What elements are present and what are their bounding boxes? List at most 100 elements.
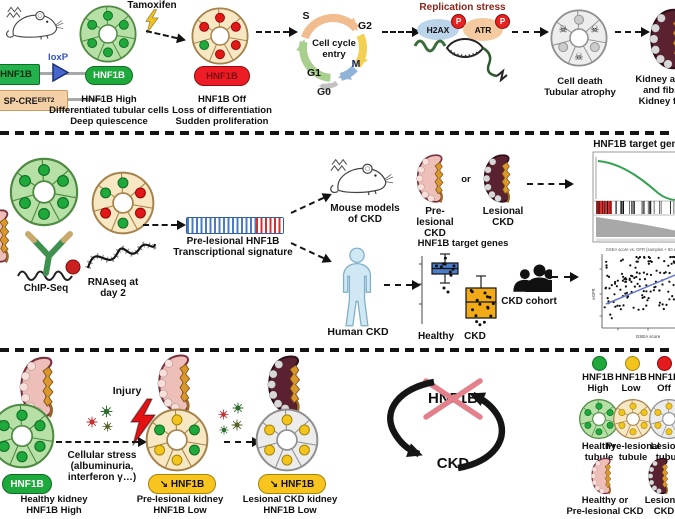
cre-label: SP-CRE [3,95,38,106]
svg-text:☠: ☠ [559,24,568,35]
caption-line: Sudden proliferation [175,116,269,127]
mouse-icon [328,156,396,200]
caption-line: HNF1B Off [197,94,247,105]
phase-m-label: M [352,58,361,70]
dashed-arrow [224,436,261,447]
caption-line: Lesional [650,441,675,452]
prelesional-ckd-label: Pre-lesional CKD [408,206,462,239]
dashed-arrow [615,26,650,37]
caption-line: tubule [655,452,675,463]
dashed-arrow [290,196,325,214]
caption-healthy-kidney: Healthy kidney HNF1B High [0,494,118,516]
caption-line: Pre-lesional CKD [566,506,644,517]
caption-line: Tubular atrophy [544,87,616,98]
caption-line: Kidney failure [638,96,675,107]
human-ckd-label: Human CKD [327,326,389,338]
cre-sup: ERT2 [37,97,55,104]
h2ax-blob: H2AX [417,19,459,40]
caption-line: Pre-lesional [606,441,660,452]
cycle-center-label: entry [322,49,346,60]
dashed-arrow [382,26,421,37]
stress-virus-icon [102,421,113,432]
legend-label-off: HNF1B Off [644,372,675,394]
legend-label-high: HNF1B High [578,372,618,394]
caption-line: Pre-lesional kidney [136,494,224,505]
loxp-label: loxP [47,52,69,63]
boxplot-title: HNF1B target genes [417,238,509,249]
mouse-models-label: Mouse models of CKD [322,203,408,225]
cycle-center-label: Cell cycle [312,38,356,49]
dashed-arrow [56,436,147,447]
replication-stress-title: Replication stress [419,2,506,13]
gsea-plot [592,151,675,243]
caption-line: CKD [653,506,675,517]
healthy-label: Healthy [417,331,455,342]
atr-blob: ATR [463,18,503,41]
panel-divider [0,348,675,352]
feedback-loop-arrows [387,378,506,472]
rnaseq-label: RNAseq at day 2 [78,277,148,299]
lesional-ckd-label: Lesional CKD [476,206,530,228]
caption-line: Healthy [581,441,617,452]
caption-line: CKD [424,228,446,239]
legend-dot-low [625,356,640,371]
caption-line: HNF1B Low [263,505,317,516]
hnf1b-badge-low-2: ↘ HNF1B [258,474,326,494]
caption-line: Low [621,383,641,394]
dashed-arrow [143,219,186,230]
chipseq-label: ChIP-Seq [23,283,69,294]
legend-tubule-lesional [648,398,675,445]
dashed-arrow [384,279,421,290]
kidney-failure-icon [648,7,675,76]
dna-replication-icon [413,38,508,82]
caption-line: HNF1B [582,372,614,383]
svg-text:☠: ☠ [574,52,583,63]
cellular-stress-label: Cellular stress (albuminuria, interferon… [44,450,160,483]
scatter-xlabel: GSEA score [636,334,661,339]
ckd-label: CKD [464,331,486,342]
stress-virus-icon [218,409,229,420]
or-label: or [461,174,471,185]
legend-dot-off [657,356,672,371]
signature-bar [186,217,284,234]
boxplot [419,253,497,327]
gsea-title: HNF1B target genes [593,139,675,150]
hnf1b-badge-off: HNF1B [194,66,250,86]
caption-line: Transcriptional signature [173,247,293,258]
caption-line: Lesional [482,206,524,217]
tubule-healthy-a [78,4,138,69]
legend-label-low: HNF1B Low [611,372,651,394]
caption-line: Lesional [644,495,675,506]
caption-line: Healthy or [581,495,629,506]
signature-bar-down [256,218,283,233]
caption-line: HNF1B [615,372,647,383]
caption-line: CKD [492,217,514,228]
caption-line: day 2 [100,288,126,299]
caption-line: Cell death [557,76,603,87]
caption-line: tubule [584,452,614,463]
scatter-title: GSEA score vs. GFR (samples + 60 eGFR) [606,247,675,252]
construct-hnf1b: HNF1B [0,64,40,85]
caption-line: Mouse models [330,203,400,214]
phospho-badge: P [451,14,466,29]
phase-s-label: S [302,10,309,22]
legend-label-prelesional-tubule: Pre-lesional tubule [604,441,662,463]
rna-icon [85,241,158,269]
caption-lesional-kidney: Lesional CKD kidney HNF1B Low [226,494,354,516]
caption-line: Kidney atrophy [635,74,675,85]
svg-text:☠: ☠ [590,24,599,35]
injury-label: Injury [112,385,142,397]
tubule-prelesional-b [90,170,156,241]
caption-state3: Cell death Tubular atrophy [534,76,626,98]
caption-line: Pre-lesional HNF1B [186,236,280,247]
caption-line: Lesional CKD kidney [242,494,338,505]
legend-label-lesional-tubule: Lesional tubule [644,441,675,463]
tubule-dead: ☠ ☠ ☠ [549,8,609,73]
phospho-badge: P [495,14,510,29]
tubule-lesional-c [254,407,320,478]
kidney-lesional-icon [482,153,522,209]
legend-tubule-prelesional [612,398,654,445]
tamoxifen-label: Tamoxifen [127,0,177,11]
kidney-lesional-icon-c [266,354,314,420]
